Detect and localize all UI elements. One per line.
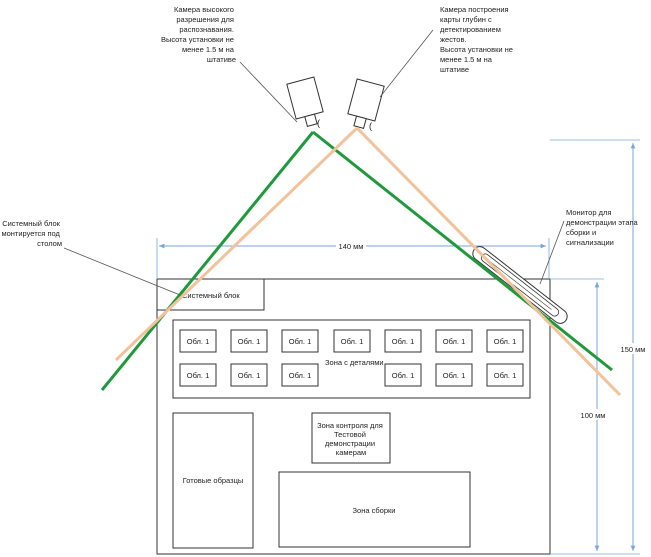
depth-ray-right xyxy=(355,126,622,397)
control-zone-line-2: Тестовой xyxy=(334,430,366,439)
system-unit-callout: Системный блок монтируется под столом xyxy=(1,219,62,248)
parts-cell-box xyxy=(486,329,524,353)
table-outline xyxy=(156,278,551,555)
height-total-label: 150 мм xyxy=(621,345,646,354)
control-zone xyxy=(311,412,391,464)
parts-cell-box xyxy=(486,363,524,387)
parts-cell-label: Обл. 1 xyxy=(187,371,210,380)
control-zone-label: Зона контроля для Тестовой демонстрации … xyxy=(317,421,385,457)
finished-samples-zone xyxy=(172,412,254,549)
system-unit-label: Системный блок xyxy=(182,291,240,300)
parts-cell-box xyxy=(230,329,268,353)
parts-cell-label: Обл. 1 xyxy=(392,371,415,380)
parts-cell-label: Обл. 1 xyxy=(443,371,466,380)
camera-depth-leader xyxy=(379,29,434,98)
monitor-leader xyxy=(539,220,565,285)
control-zone-line-3: демонстрации xyxy=(325,439,375,448)
control-zone-line-4: камерам xyxy=(336,448,366,457)
camera-depth-callout: Камера построения карты глубин с детекти… xyxy=(440,5,515,74)
parts-cell-box xyxy=(281,329,319,353)
parts-zone-label: Зона с деталями xyxy=(325,358,384,367)
parts-cell-label: Обл. 1 xyxy=(494,337,517,346)
parts-cell-label: Обл. 1 xyxy=(494,371,517,380)
parts-cell-label: Обл. 1 xyxy=(341,337,364,346)
parts-cell-label: Обл. 1 xyxy=(238,337,261,346)
hires-ray-left xyxy=(100,131,315,391)
parts-cell-label: Обл. 1 xyxy=(392,337,415,346)
parts-cell-box xyxy=(333,329,371,353)
parts-cell-label: Обл. 1 xyxy=(187,337,210,346)
camera-hires-callout: Камера высокого разрешения для распознав… xyxy=(161,5,236,64)
assembly-zone xyxy=(278,471,471,548)
parts-cell-label: Обл. 1 xyxy=(289,371,312,380)
parts-cell-box xyxy=(435,329,473,353)
camera-hires-icon xyxy=(286,76,324,127)
parts-cell-label: Обл. 1 xyxy=(443,337,466,346)
system-unit-leader xyxy=(63,247,181,296)
width-dimension-label: 140 мм xyxy=(339,242,364,251)
parts-cells-row-1: Обл. 1 Обл. 1 Обл. 1 Обл. 1 Обл. 1 Обл. 1 Обл.… xyxy=(179,329,524,353)
parts-cell-box xyxy=(435,363,473,387)
camera-hires-lens-mark: ( xyxy=(317,118,320,128)
camera-hires-leader xyxy=(239,61,298,123)
control-zone-line-1: Зона контроля для xyxy=(317,421,383,430)
parts-cell-box xyxy=(281,363,319,387)
assembly-zone-label: Зона сборки xyxy=(353,506,396,515)
parts-cell-box xyxy=(230,363,268,387)
parts-cell-box xyxy=(179,363,217,387)
camera-depth-icon xyxy=(347,78,385,129)
parts-cells-row-2: Обл. 1 Обл. 1 Обл. 1 Обл. 1 Обл. 1 Обл. 1 xyxy=(179,363,524,387)
depth-ray-left xyxy=(114,126,359,362)
parts-cell-box xyxy=(179,329,217,353)
parts-cell-label: Обл. 1 xyxy=(238,371,261,380)
monitor-callout: Монитор для демонстрации этапа сборки и … xyxy=(566,208,640,247)
height-table-label: 100 мм xyxy=(581,411,606,420)
hires-ray-right xyxy=(312,130,613,372)
parts-cell-label: Обл. 1 xyxy=(289,337,312,346)
parts-cell-box xyxy=(384,363,422,387)
camera-depth-lens-mark: ( xyxy=(369,121,372,131)
finished-samples-label: Готовые образцы xyxy=(183,476,244,485)
parts-cell-box xyxy=(384,329,422,353)
